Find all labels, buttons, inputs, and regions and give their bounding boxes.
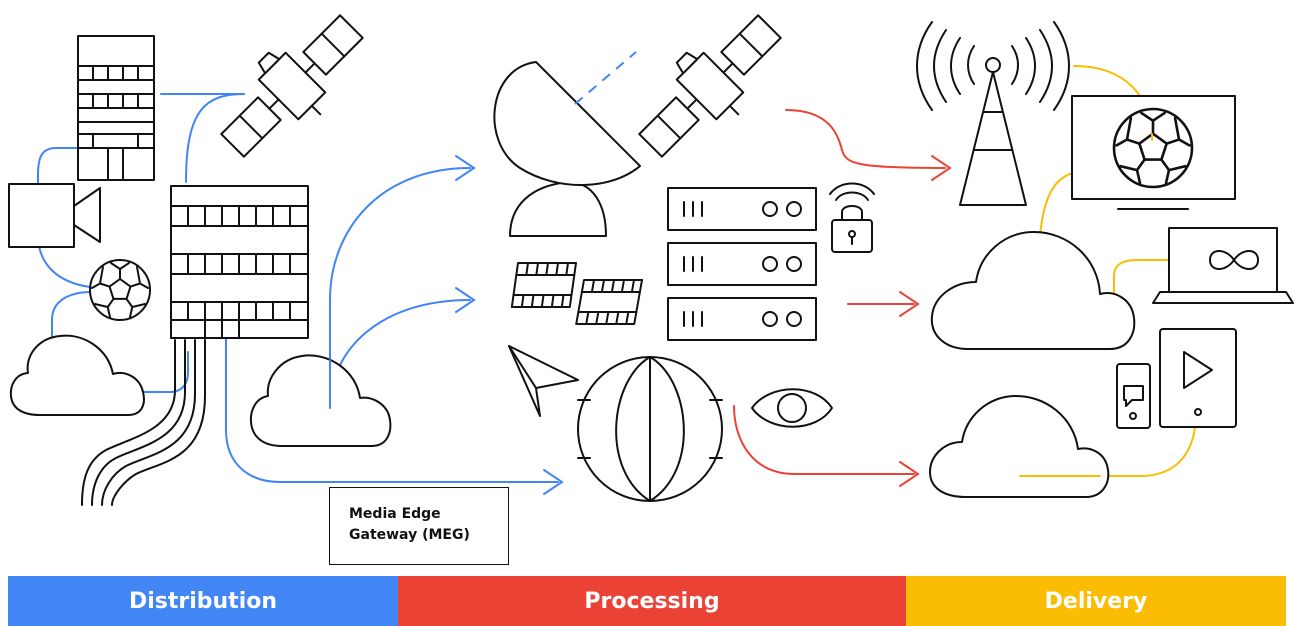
smartphone-icon — [1116, 363, 1151, 429]
stage-bar-distribution: Distribution — [8, 576, 398, 626]
meg-label-line2: Gateway (MEG) — [349, 527, 470, 543]
padlock-icon — [829, 182, 875, 253]
satellite-icon-left — [203, 0, 381, 175]
tablet-icon — [1159, 328, 1237, 428]
stage-label-processing: Processing — [584, 588, 720, 614]
stage-label-delivery: Delivery — [1044, 588, 1148, 614]
meg-label-line1: Media Edge — [349, 506, 441, 522]
cell-tower-icon — [916, 21, 1070, 206]
stage-bar-processing: Processing — [398, 576, 906, 626]
paper-plane-icon — [508, 345, 579, 417]
media-edge-gateway-label: Media Edge Gateway (MEG) — [329, 487, 509, 565]
eye-icon — [751, 388, 833, 428]
distribution-connectors — [37, 93, 564, 495]
stage-label-distribution: Distribution — [128, 588, 278, 614]
cloud-icon-right-top — [930, 231, 1136, 350]
processing-connectors — [733, 109, 952, 487]
cloud-icon-middle — [249, 354, 392, 447]
laptop-icon — [1152, 227, 1294, 304]
film-strip-icon — [510, 261, 644, 326]
data-center-building-icon — [170, 185, 309, 339]
satellite-dish-icon — [493, 51, 641, 237]
cloud-icon-left — [9, 334, 145, 416]
soccer-ball-icon-right — [1112, 107, 1194, 189]
satellite-icon-right — [621, 0, 799, 175]
video-camera-icon — [8, 183, 101, 248]
soccer-ball-icon-left — [89, 259, 151, 321]
server-rack-icon — [667, 187, 817, 341]
fiber-cables-icon — [81, 339, 206, 506]
globe-icon — [577, 356, 723, 502]
stage-bar-delivery: Delivery — [906, 576, 1286, 626]
cloud-icon-right-bottom — [929, 394, 1110, 498]
small-office-building-icon — [77, 35, 155, 181]
